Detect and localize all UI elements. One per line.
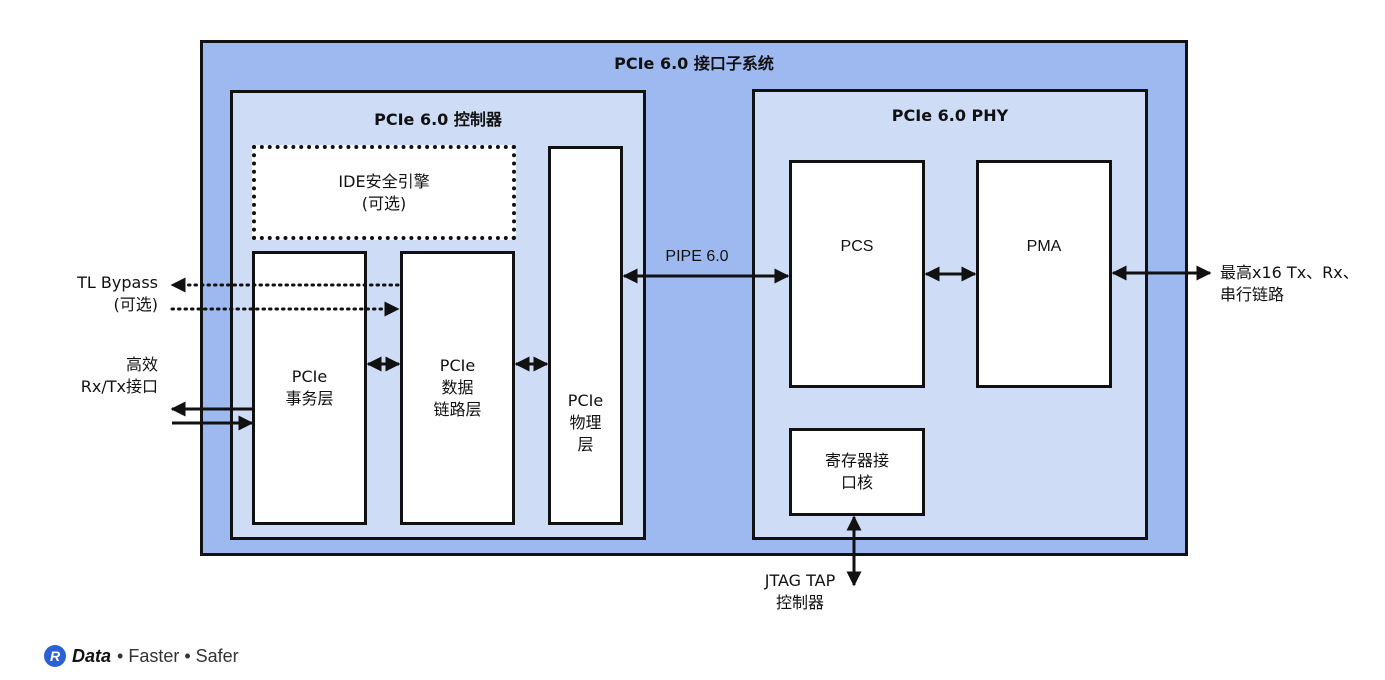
brand-logo: R Data • Faster • Safer: [44, 645, 239, 667]
physical-layer-box: PCIe 物理 层: [548, 146, 623, 525]
pipe-label: PIPE 6.0: [665, 248, 729, 265]
brand-tagline: • Faster • Safer: [117, 645, 239, 666]
register-core-label: 寄存器接 口核: [824, 451, 889, 492]
physical-layer-label: PCIe 物理 层: [567, 391, 604, 454]
pma-box: PMA: [976, 160, 1112, 388]
jtag-tap-controller-label: JTAG TAP 控制器: [764, 571, 836, 612]
transaction-layer-label: PCIe 事务层: [285, 367, 334, 408]
transaction-layer-box: PCIe 事务层: [252, 251, 367, 525]
rx-tx-interface-label: 高效 Rx/Tx接口: [80, 355, 158, 396]
pma-label: PMA: [1026, 237, 1062, 255]
pcs-label: PCS: [840, 237, 874, 255]
ide-label: IDE安全引擎 (可选): [338, 171, 430, 213]
brand-badge-icon: R: [44, 645, 66, 667]
serial-link-label: 最高x16 Tx、Rx、 串行链路: [1220, 263, 1359, 304]
tl-bypass-label: TL Bypass (可选): [77, 273, 158, 314]
controller-title: PCIe 6.0 控制器: [374, 110, 502, 129]
data-link-layer-box: PCIe 数据 链路层: [400, 251, 515, 525]
brand-name: Data: [72, 645, 112, 666]
data-link-layer-label: PCIe 数据 链路层: [433, 356, 482, 419]
phy-title: PCIe 6.0 PHY: [891, 106, 1009, 125]
subsystem-title: PCIe 6.0 接口子系统: [614, 54, 774, 73]
pcs-box: PCS: [789, 160, 925, 388]
register-interface-core-box: 寄存器接 口核: [789, 428, 925, 516]
ide-security-engine-box: IDE安全引擎 (可选): [252, 145, 516, 240]
